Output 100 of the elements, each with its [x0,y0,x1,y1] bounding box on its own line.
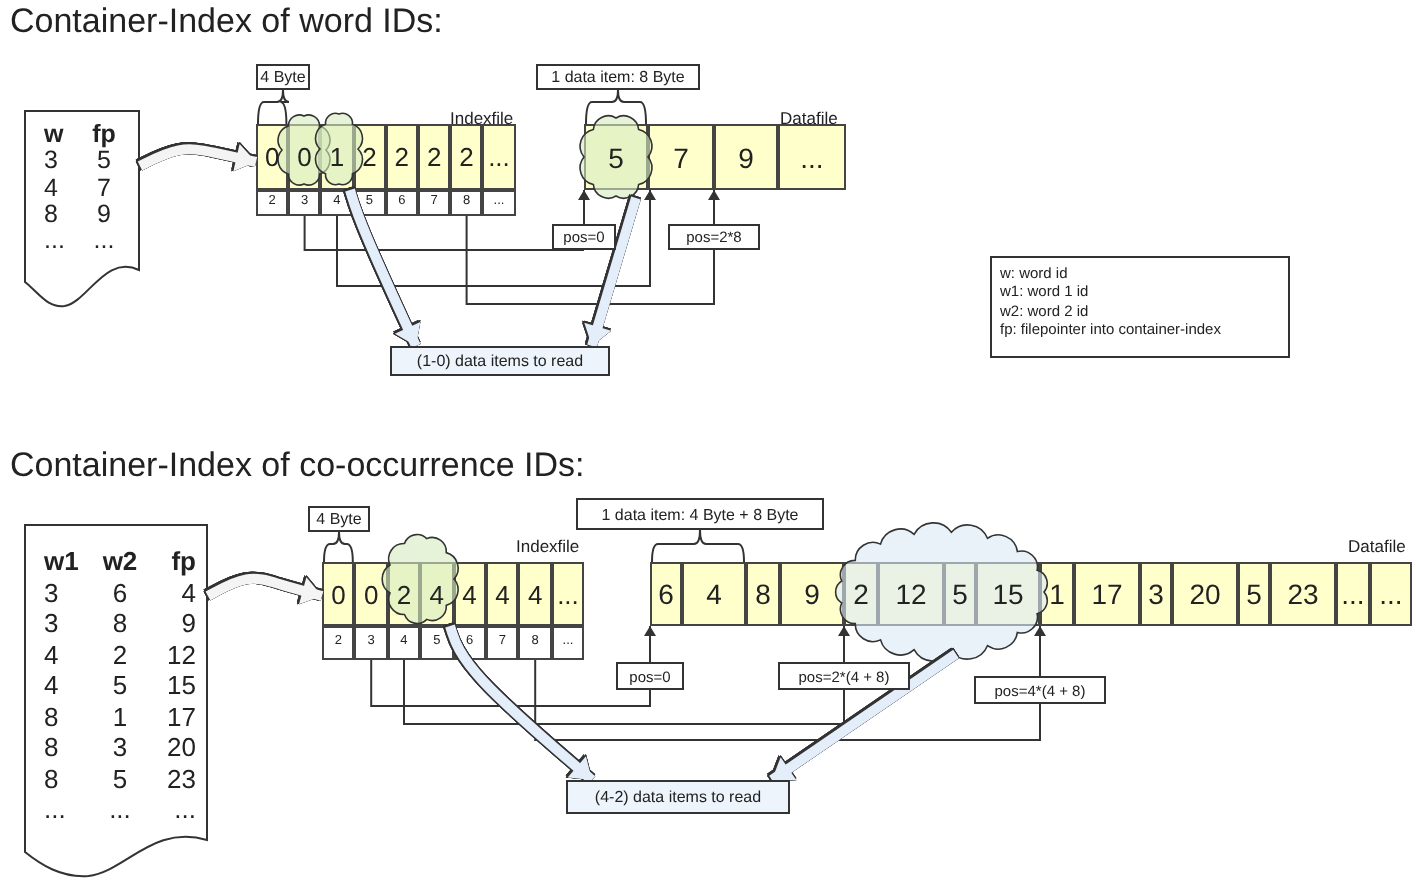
section-heading: Container-Index of co-occurrence IDs: [10,446,585,486]
cell-value: 17 [1091,580,1123,608]
table-value: ... [44,796,68,827]
block-arrow [345,188,421,349]
file-cell [682,562,746,626]
connector-line [465,215,715,305]
position-cell [288,190,321,216]
cell-value: 2 [853,580,869,608]
file-cell [518,562,552,626]
connector-line [534,659,1041,741]
pointer-arrow [838,625,850,663]
file-label: Indexfile [450,108,514,128]
file-cell [256,124,289,190]
table-value: 4 [44,672,61,703]
cell-value: 5 [1246,580,1262,608]
table-value: 6 [110,579,130,610]
cloud-highlight [314,108,364,190]
column-header: fp [169,548,196,579]
table-value: 5 [110,672,130,703]
file-cell [780,562,844,626]
column-header: w [44,122,66,149]
pointer-arrow [336,189,656,287]
cell-value: 2 [426,144,442,170]
table-value: 12 [165,641,196,672]
file-cell [778,124,846,190]
table-value: 23 [165,765,196,796]
cell-value: 8 [755,580,771,608]
table-value: 8 [44,201,60,229]
table-value: 3 [110,734,130,765]
table-value: 9 [95,201,113,229]
file-cell [1238,562,1270,626]
cell-value: 0 [297,144,312,170]
table-value: ... [44,228,67,255]
cell-value: 5 [952,580,968,608]
position-cell [518,626,552,660]
column-header: w2 [100,548,140,579]
position-cell [420,626,454,660]
document-shape [24,110,140,310]
table-value: 17 [165,703,196,734]
block-arrow [445,624,596,784]
file-cell [648,124,714,190]
cell-value: 4 [706,580,722,608]
cloud-highlight [834,526,1050,658]
cell-value: 5 [608,143,624,171]
column-header: w1 [44,548,81,579]
cell-value: 6 [658,580,674,608]
file-cell [746,562,780,626]
position-cell [551,626,585,660]
document-shape [24,524,208,880]
file-cell [453,562,486,626]
table-value: 2 [110,641,130,672]
size-callout: 1 data item: 8 Byte [536,64,700,90]
column-header: fp [90,122,118,149]
cell-value: 2 [459,144,474,170]
table-value: 1 [110,703,130,734]
position-cell [256,190,289,216]
position-cell [450,190,483,216]
table-value: 8 [110,610,130,641]
table-value: 4 [44,641,61,672]
position-cell [385,190,418,216]
file-cell [650,562,682,626]
table-value: 3 [44,610,61,641]
cell-value: 4 [429,581,444,607]
connector-line [303,215,585,251]
file-label: Datafile [1348,536,1406,556]
cell-value: 4 [527,581,543,607]
file-cell [450,124,483,190]
table-value: ... [107,796,133,827]
cell-value: 2 [396,581,412,607]
pointer-arrow [708,189,720,225]
cell-value: 4 [462,581,477,607]
pointer-arrow [644,625,656,663]
cell-value: ... [557,581,579,607]
file-cell [551,562,585,626]
cell-value: 1 [329,144,345,170]
table-value: 8 [44,734,61,765]
table-value: 8 [44,765,61,796]
file-cell [1336,562,1370,626]
file-cell [418,124,451,190]
notes-box [990,256,1290,358]
block-arrow [205,573,324,605]
cell-value: 2 [394,144,409,170]
result-box: (1-0) data items to read [390,346,610,376]
file-cell [1270,562,1336,626]
file-cell [1074,562,1140,626]
table-value: 15 [165,672,196,703]
cell-value: ... [1341,580,1365,608]
position-cell [486,626,519,660]
file-label: Indexfile [516,536,580,556]
table-value: 4 [44,175,60,202]
cell-value: 12 [895,580,927,608]
cell-value: 3 [1148,580,1164,608]
section-heading: Container-Index of word IDs: [10,2,443,42]
table-value: 4 [179,579,196,610]
table-value: 8 [44,703,61,734]
file-cell [320,124,354,190]
position-cell [418,190,451,216]
size-callout: 4 Byte [308,506,370,532]
file-cell [1370,562,1412,626]
cloud-highlight [382,532,460,626]
